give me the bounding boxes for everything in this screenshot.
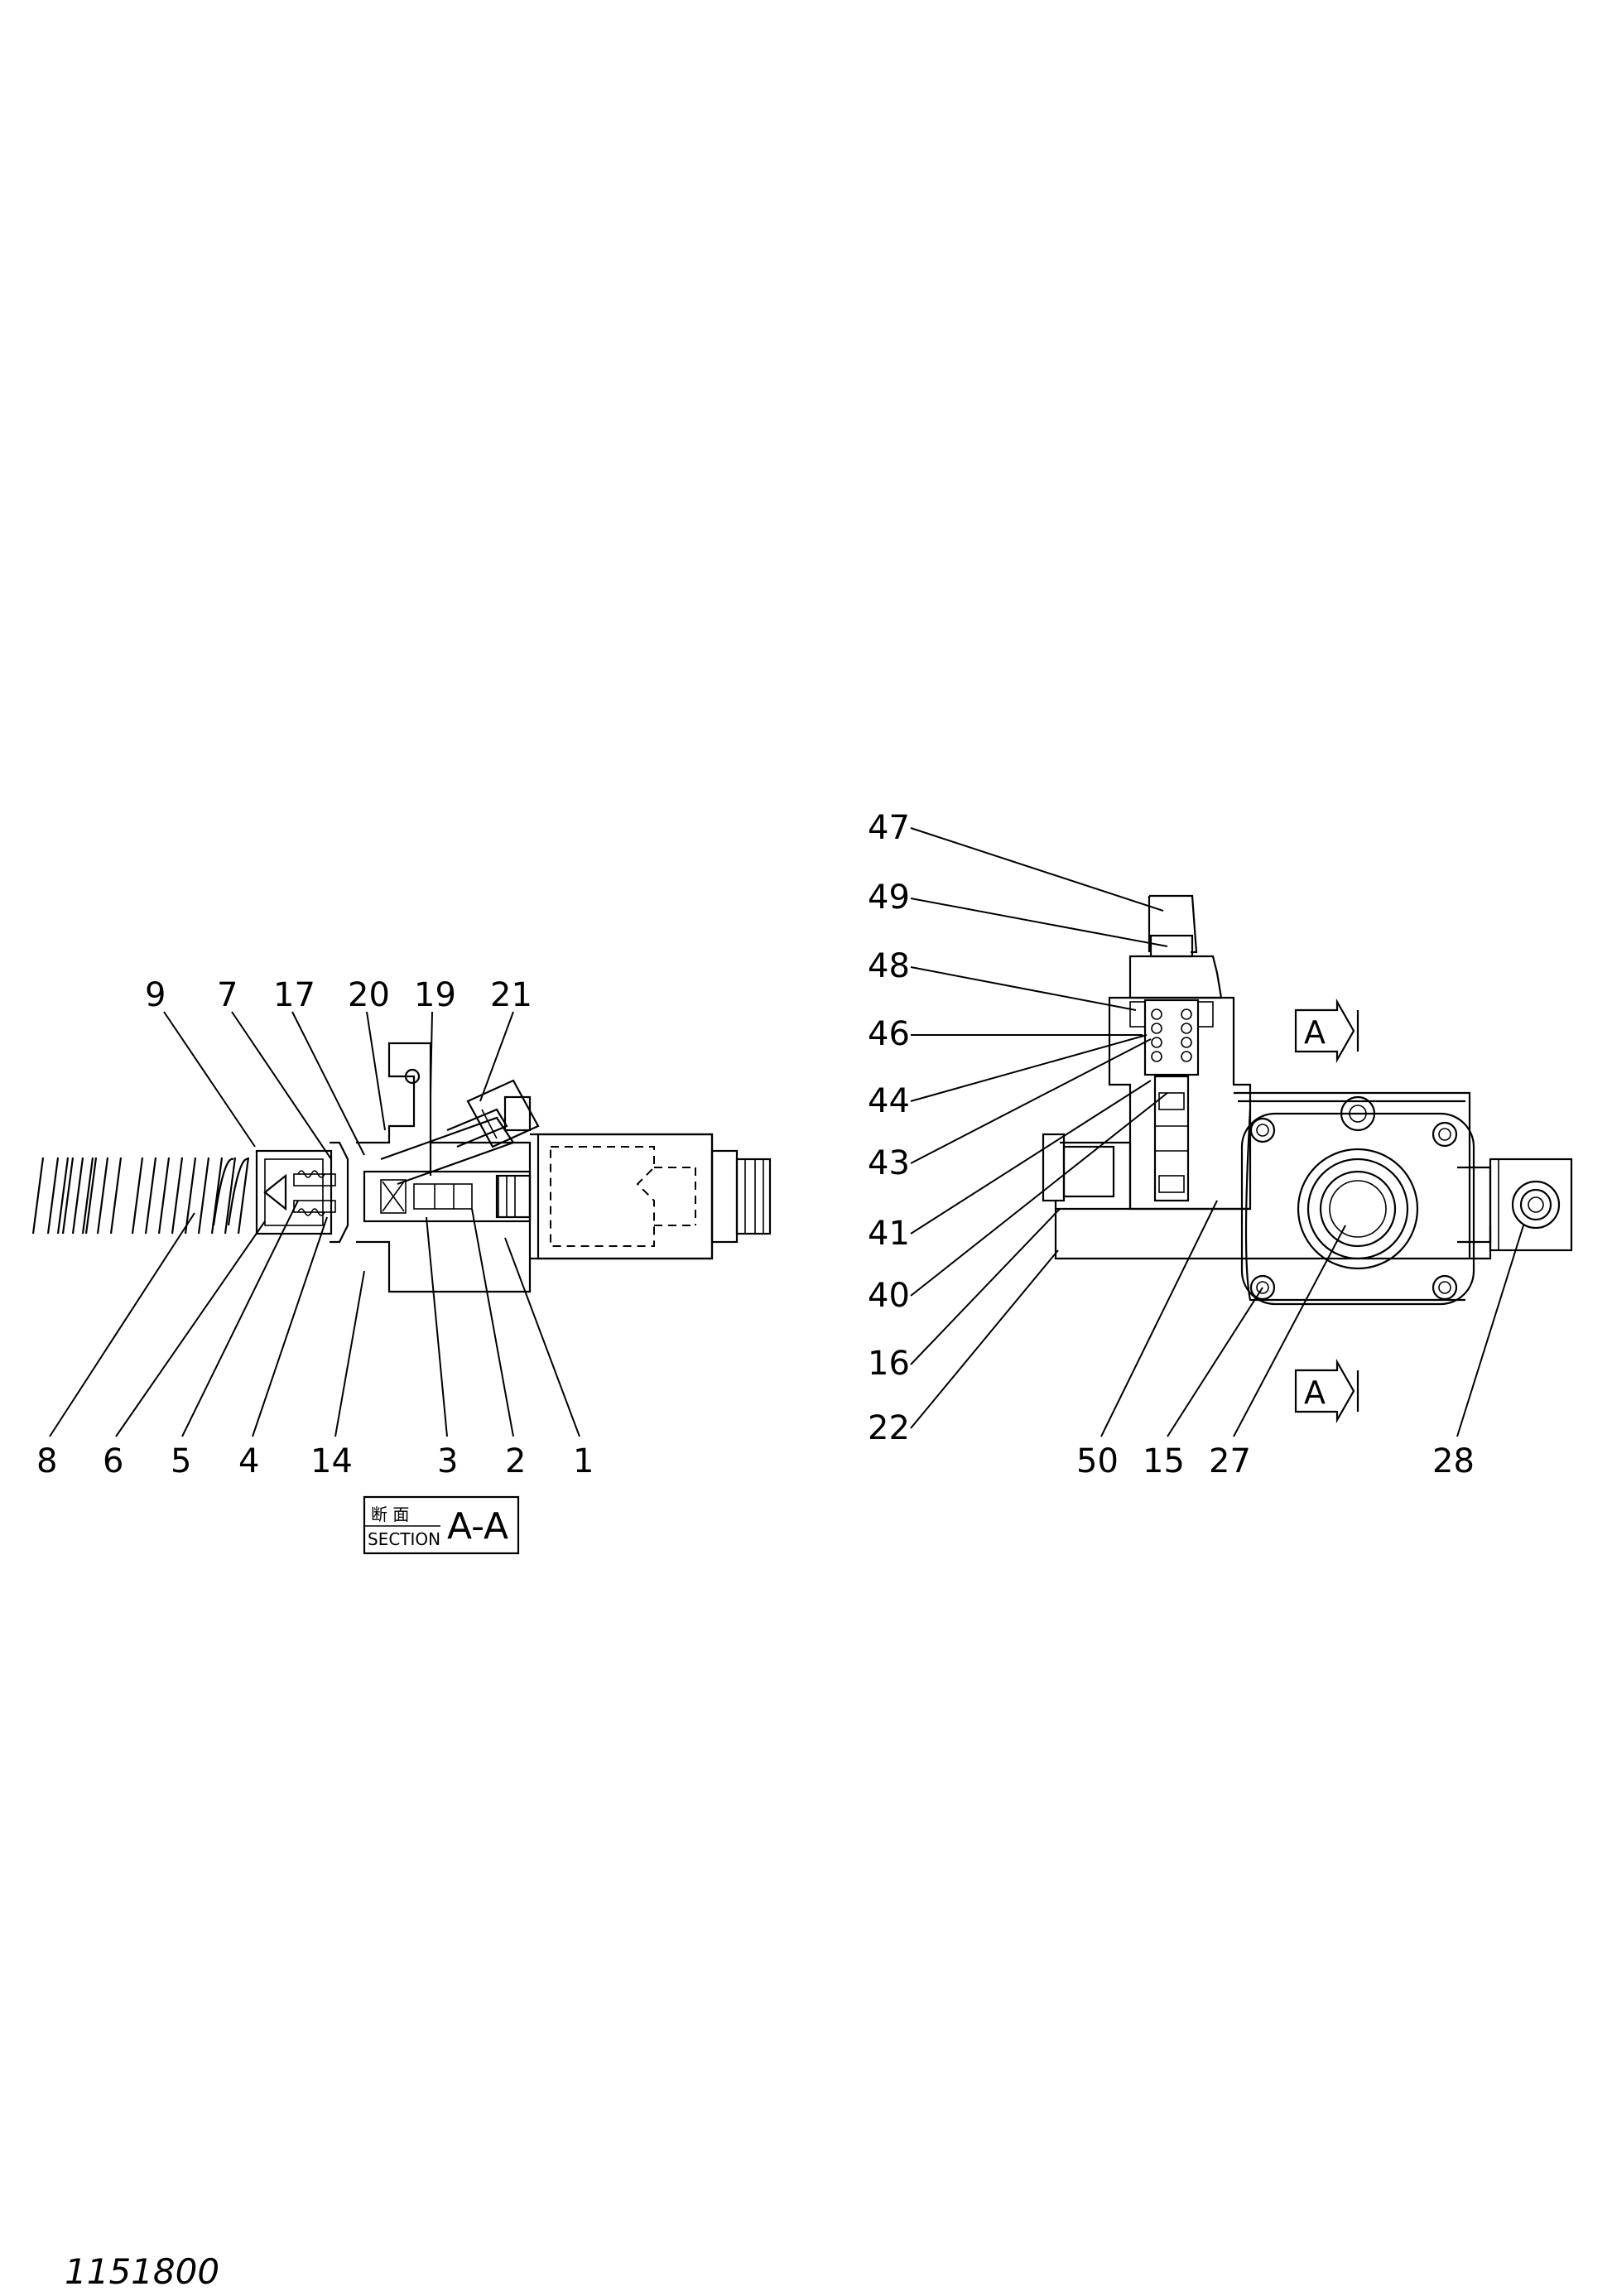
section-arrow-letter-bottom: A <box>1304 1374 1326 1411</box>
callout-14: 14 <box>310 1442 353 1480</box>
callout-50: 50 <box>1076 1442 1119 1480</box>
section-arrow-top: A <box>1294 998 1359 1064</box>
callout-21: 21 <box>490 976 532 1014</box>
top-plug <box>1128 894 1223 999</box>
callout-27: 27 <box>1209 1442 1251 1480</box>
section-arrow-letter-top: A <box>1304 1014 1326 1051</box>
section-label-box: 断 面 SECTION A-A <box>363 1495 520 1555</box>
callout-46: 46 <box>868 1015 910 1053</box>
callout-47: 47 <box>868 809 910 847</box>
callout-19: 19 <box>414 976 456 1014</box>
section-label-english: SECTION <box>368 1529 440 1549</box>
left-section-view: 9 7 17 20 19 21 8 6 5 4 14 3 2 1 断 面 SEC… <box>31 976 772 1555</box>
right-leaders <box>910 827 1524 1437</box>
callout-16: 16 <box>868 1345 910 1383</box>
solenoid <box>537 1133 772 1260</box>
right-fitting <box>1457 1158 1573 1252</box>
callout-8: 8 <box>36 1442 57 1480</box>
inclined-connector <box>380 1079 540 1186</box>
callout-3: 3 <box>437 1442 458 1480</box>
left-callouts: 9 7 17 20 19 21 8 6 5 4 14 3 2 1 <box>36 976 594 1480</box>
side-port <box>1042 1133 1492 1260</box>
drawing-number: 1151800 <box>65 2251 219 2292</box>
section-label-id: A-A <box>447 1505 508 1548</box>
callout-28: 28 <box>1432 1442 1475 1480</box>
callout-5: 5 <box>171 1442 191 1480</box>
loose-spring <box>31 1157 250 1235</box>
section-label-japanese: 断 面 <box>371 1504 409 1524</box>
callout-2: 2 <box>505 1442 526 1480</box>
callout-43: 43 <box>868 1144 910 1182</box>
callout-9: 9 <box>145 976 166 1014</box>
section-arrow-bottom: A <box>1294 1358 1359 1424</box>
callout-48: 48 <box>868 947 910 985</box>
callout-4: 4 <box>238 1442 259 1480</box>
callout-17: 17 <box>273 976 315 1014</box>
right-callouts: 47 49 48 46 44 43 41 40 16 22 50 15 27 2… <box>868 809 1475 1480</box>
callout-49: 49 <box>868 878 910 917</box>
poppet-assembly <box>255 1141 349 1244</box>
callout-15: 15 <box>1143 1442 1185 1480</box>
callout-20: 20 <box>348 976 390 1014</box>
left-leaders <box>49 1011 580 1437</box>
spring-coils <box>1151 1008 1192 1062</box>
main-block <box>1234 1091 1475 1306</box>
callout-6: 6 <box>103 1442 123 1480</box>
callout-44: 44 <box>868 1082 910 1120</box>
callout-7: 7 <box>217 976 238 1014</box>
callout-22: 22 <box>868 1409 910 1447</box>
callout-40: 40 <box>868 1277 910 1315</box>
callout-1: 1 <box>573 1442 594 1480</box>
right-exterior-view: A A 47 49 48 46 <box>868 809 1573 1480</box>
callout-41: 41 <box>868 1215 910 1253</box>
